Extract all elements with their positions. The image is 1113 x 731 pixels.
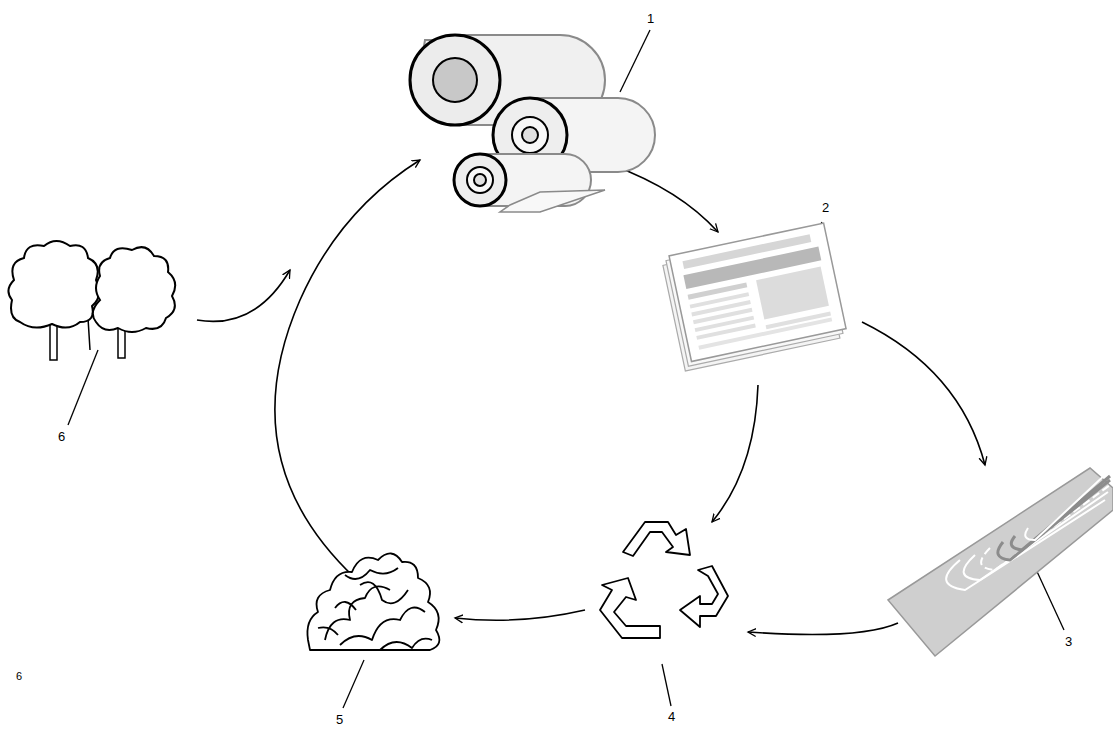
recycling-symbol: [600, 522, 728, 638]
paper-rollers: [410, 35, 655, 212]
callout-number: 4: [668, 710, 675, 723]
flow-arrows: [197, 160, 985, 635]
callout-number: 6: [16, 671, 22, 682]
paper-stack: [888, 468, 1113, 656]
callout-number: 6: [58, 430, 65, 443]
pulp-pile: [307, 553, 439, 650]
trees: [8, 241, 175, 360]
callout-number: 2: [822, 201, 829, 214]
newspaper: [661, 223, 847, 371]
callout-number: 3: [1065, 635, 1072, 648]
callout-number: 5: [336, 713, 343, 726]
callout-number: 1: [647, 12, 654, 25]
